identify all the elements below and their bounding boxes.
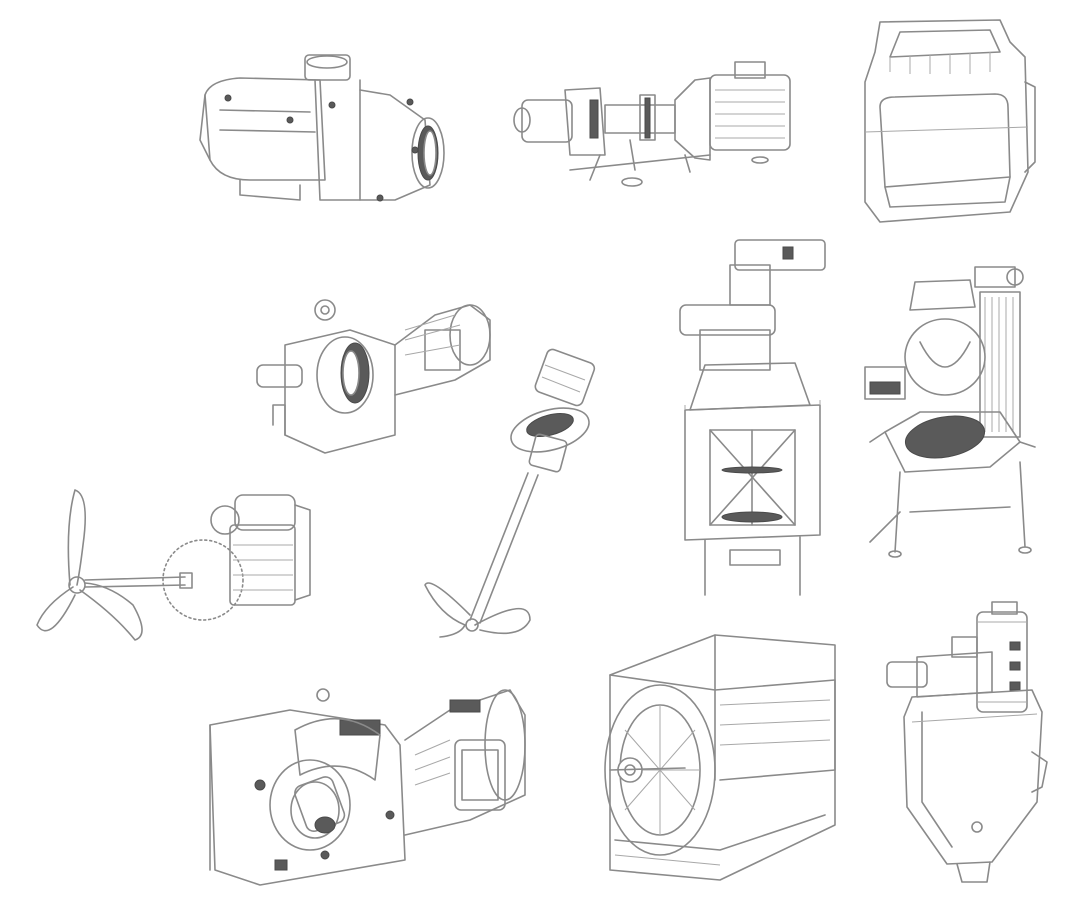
vacuum-dryer-icon	[886, 601, 1048, 883]
bevel-gear-motor-icon	[209, 688, 526, 886]
side-entry-agitator-icon	[36, 489, 311, 641]
mixing-reactor-icon	[679, 239, 826, 596]
screw-pump-icon	[513, 61, 791, 187]
kettle-mixer-icon	[864, 266, 1036, 558]
centrifugal-fan-icon	[604, 634, 836, 881]
hopper-vessel-icon	[864, 19, 1036, 223]
centrifugal-pump-icon	[199, 54, 445, 202]
helical-gear-motor-icon	[256, 299, 491, 454]
top-entry-agitator-icon	[424, 348, 596, 638]
